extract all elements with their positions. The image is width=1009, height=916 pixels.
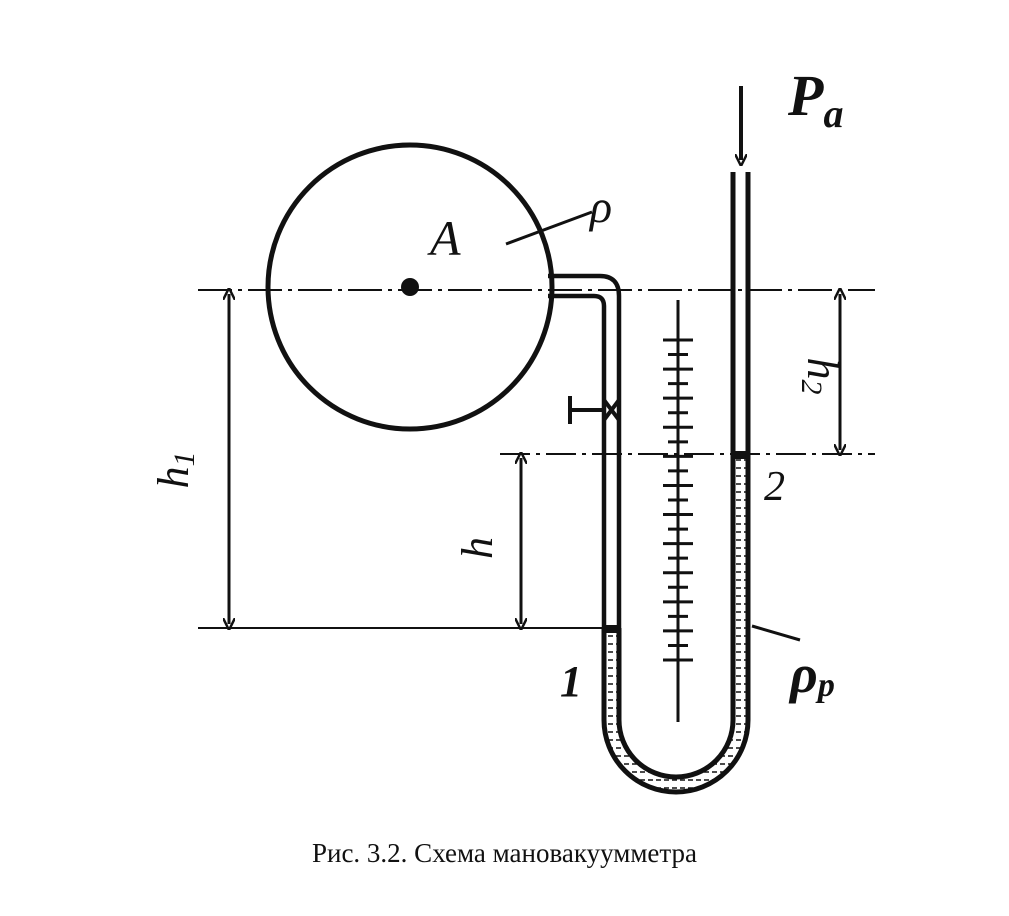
- reference-lines: [198, 289, 875, 629]
- fluid-density-label: ρp: [788, 644, 835, 704]
- u-tube-inner-wall: [616, 172, 736, 780]
- pressure-label: Pa: [787, 63, 843, 136]
- fluid-density-leader-line: [751, 624, 801, 642]
- figure-caption: Рис. 3.2. Схема мановакуумметра: [311, 838, 697, 868]
- density-label: ρ: [588, 181, 612, 232]
- point-1-label: 1: [560, 657, 582, 706]
- manometric-fluid: [604, 458, 748, 792]
- vessel-center-dot: [401, 278, 419, 296]
- vessel-label: A: [427, 210, 461, 266]
- connecting-pipe: [548, 273, 622, 628]
- density-leader-line: [505, 210, 593, 246]
- point-2-label: 2: [764, 464, 785, 510]
- valve-icon: [568, 396, 621, 424]
- h1-label: h1: [149, 452, 201, 489]
- vessel-circle: [265, 142, 555, 432]
- meniscus-1: [604, 625, 619, 633]
- meniscus-2: [733, 451, 748, 459]
- h2-label: h2: [795, 358, 847, 395]
- h-label: h: [453, 537, 502, 559]
- measurement-scale: [663, 300, 693, 722]
- u-tube-outer-wall: [601, 172, 751, 795]
- u-tube: [601, 172, 751, 795]
- scale-ticks: [663, 338, 693, 662]
